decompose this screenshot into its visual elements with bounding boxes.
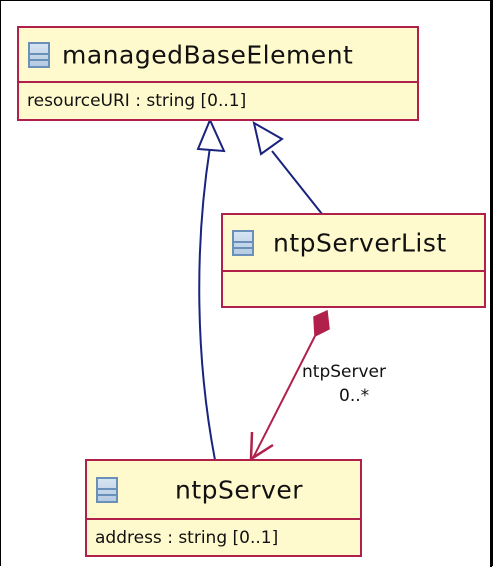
diagram-frame-right-edge xyxy=(490,0,492,567)
generalization-arrowhead-ntpServer xyxy=(196,117,226,153)
class-attributes: address : string [0..1] xyxy=(87,520,360,555)
class-icon xyxy=(232,229,254,256)
generalization-ntpServerList-to-managedBaseElement[interactable] xyxy=(271,150,323,215)
composition-ntpServerList-to-ntpServer[interactable] xyxy=(252,335,316,459)
composition-diamond xyxy=(313,309,330,338)
association-multiplicity-label: 0..* xyxy=(339,386,370,406)
class-header: managedBaseElement xyxy=(19,28,417,83)
association-role-label: ntpServer xyxy=(302,362,386,382)
class-icon xyxy=(28,41,50,68)
generalization-ntpServer-to-managedBaseElement[interactable] xyxy=(198,146,216,461)
generalization-arrowhead-ntpServerList xyxy=(252,121,284,156)
class-name: ntpServer xyxy=(175,475,303,504)
class-attribute: resourceURI : string [0..1] xyxy=(27,91,247,111)
class-name: managedBaseElement xyxy=(62,40,354,69)
class-attributes: resourceURI : string [0..1] xyxy=(19,83,417,119)
class-managedBaseElement[interactable]: managedBaseElement resourceURI : string … xyxy=(17,26,419,121)
class-header: ntpServerList xyxy=(223,215,484,272)
class-icon xyxy=(96,476,118,503)
class-attributes xyxy=(223,272,484,306)
class-attribute: address : string [0..1] xyxy=(95,527,279,548)
class-ntpServerList[interactable]: ntpServerList xyxy=(221,213,486,308)
class-ntpServer[interactable]: ntpServer address : string [0..1] xyxy=(85,459,362,557)
class-name: ntpServerList xyxy=(273,228,447,257)
class-header: ntpServer xyxy=(87,461,360,520)
